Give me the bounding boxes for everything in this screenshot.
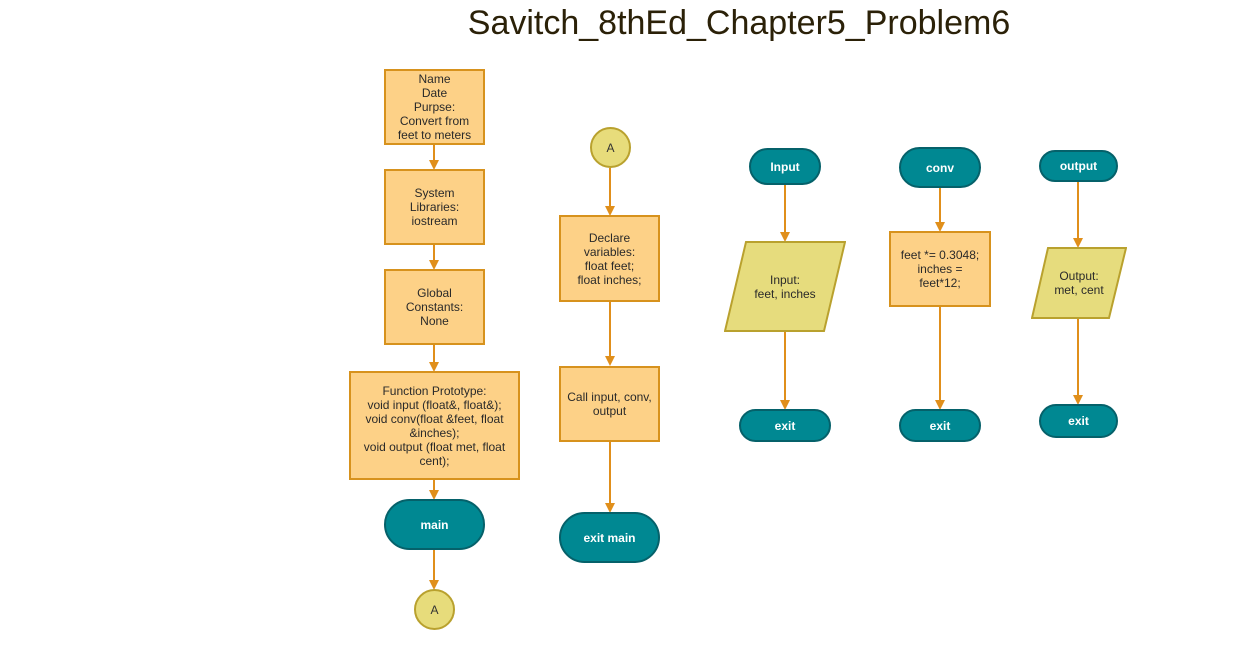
- output-start-label: output: [1059, 159, 1098, 173]
- connector-a-bottom-label: A: [430, 602, 439, 617]
- conv-start-terminal: conv: [899, 147, 981, 188]
- libraries-box: System Libraries: iostream: [384, 169, 485, 245]
- output-io-shape: [1031, 247, 1127, 319]
- conv-exit-terminal: exit: [899, 409, 981, 442]
- input-start-terminal: Input: [749, 148, 821, 185]
- constants-box: Global Constants: None: [384, 269, 485, 345]
- conv-start-label: conv: [925, 160, 954, 175]
- output-start-terminal: output: [1039, 150, 1118, 182]
- declare-box: Declare variables: float feet; float inc…: [559, 215, 660, 302]
- prototypes-box: Function Prototype: void input (float&, …: [349, 371, 520, 480]
- connector-a-top-label: A: [606, 140, 615, 155]
- output-exit-terminal: exit: [1039, 404, 1118, 438]
- input-exit-label: exit: [774, 418, 796, 433]
- libraries-text: System Libraries: iostream: [409, 186, 460, 228]
- input-start-label: Input: [770, 159, 800, 174]
- input-exit-terminal: exit: [739, 409, 831, 442]
- conv-process-box: feet *= 0.3048; inches = feet*12;: [889, 231, 991, 307]
- input-io-text: Input: feet, inches: [754, 272, 816, 301]
- main-terminal: main: [384, 499, 485, 550]
- connector-a-top: A: [590, 127, 631, 168]
- connector-a-bottom: A: [414, 589, 455, 630]
- call-box: Call input, conv, output: [559, 366, 660, 442]
- output-io-text: Output: met, cent: [1054, 269, 1104, 297]
- prototypes-text: Function Prototype: void input (float&, …: [363, 383, 506, 468]
- exit-main-label: exit main: [583, 530, 636, 545]
- declare-text: Declare variables: float feet; float inc…: [577, 230, 642, 287]
- output-io-parallelogram: Output: met, cent: [1031, 247, 1127, 319]
- diagram-title: Savitch_8thEd_Chapter5_Problem6: [467, 4, 1011, 42]
- exit-main-terminal: exit main: [559, 512, 660, 563]
- header-text: Name Date Purpse: Convert from feet to m…: [397, 72, 472, 142]
- output-exit-label: exit: [1068, 414, 1089, 428]
- main-label: main: [420, 517, 449, 532]
- conv-process-text: feet *= 0.3048; inches = feet*12;: [900, 248, 980, 290]
- input-io-shape: [724, 241, 846, 332]
- constants-text: Global Constants: None: [405, 286, 464, 328]
- input-io-parallelogram: Input: feet, inches: [724, 241, 846, 332]
- header-box: Name Date Purpse: Convert from feet to m…: [384, 69, 485, 145]
- call-text: Call input, conv, output: [567, 390, 652, 418]
- conv-exit-label: exit: [929, 418, 951, 433]
